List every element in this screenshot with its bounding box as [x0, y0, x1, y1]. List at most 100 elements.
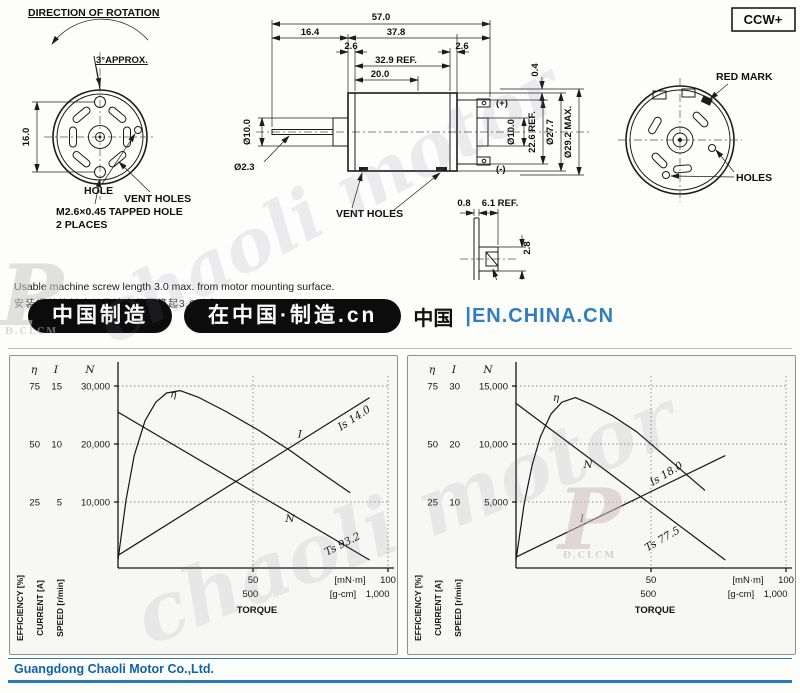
- svg-text:SPEED [r/min]: SPEED [r/min]: [453, 579, 463, 637]
- watermark-bar-2: 在中国·制造.cn: [184, 299, 402, 333]
- svg-text:[g-cm]: [g-cm]: [330, 589, 356, 600]
- front-view: DIRECTION OF ROTATION 3°APPROX. 16.0 HOL…: [21, 7, 191, 231]
- svg-text:η: η: [31, 364, 38, 376]
- svg-text:50: 50: [427, 440, 438, 451]
- svg-text:I: I: [297, 429, 303, 441]
- rear-vent-slots: [648, 111, 709, 174]
- svg-text:I: I: [53, 364, 59, 376]
- svg-text:25: 25: [29, 498, 40, 509]
- svg-text:[mN·m]: [mN·m]: [334, 575, 365, 586]
- red-mark-label: RED MARK: [716, 71, 773, 83]
- terminal-negative-label: (-): [496, 164, 506, 175]
- series-N: [117, 411, 370, 561]
- terminal-positive: [476, 98, 491, 108]
- svg-text:N: N: [583, 459, 594, 471]
- side-vent-slot: [436, 167, 447, 171]
- tapped-hole-label: M2.6×0.45 TAPPED HOLE: [56, 206, 183, 218]
- rear-view: RED MARK HOLES: [618, 71, 773, 202]
- svg-text:10,000: 10,000: [479, 440, 508, 451]
- svg-text:500: 500: [640, 589, 656, 600]
- rear-hole: [708, 144, 716, 152]
- watermark-site-prefix: 中国: [413, 307, 454, 330]
- svg-text:5,000: 5,000: [484, 498, 508, 509]
- rear-holes-label: HOLES: [736, 172, 772, 184]
- dim-detail-thickness: 0.8: [457, 198, 470, 209]
- front-hole-label: HOLE: [84, 185, 113, 197]
- svg-text:100: 100: [380, 575, 396, 586]
- svg-text:EFFICIENCY [%]: EFFICIENCY [%]: [15, 575, 25, 641]
- svg-text:1,000: 1,000: [366, 589, 390, 600]
- svg-text:CURRENT [A]: CURRENT [A]: [35, 580, 45, 636]
- svg-text:N: N: [284, 513, 295, 525]
- svg-text:η: η: [553, 392, 560, 404]
- dim-case-dia: Ø27.7: [545, 119, 556, 145]
- svg-text:TORQUE: TORQUE: [635, 605, 675, 616]
- svg-text:[g-cm]: [g-cm]: [728, 589, 754, 600]
- series-I: [117, 397, 370, 556]
- svg-text:I: I: [579, 513, 585, 525]
- rear-bushing: [476, 117, 489, 147]
- tapped-hole-bottom: [94, 166, 106, 178]
- svg-text:25: 25: [427, 498, 438, 509]
- section-divider: [8, 348, 792, 349]
- terminal-positive-label: (+): [496, 98, 508, 109]
- dim-rear-bushing-dia: Ø10.0: [506, 119, 517, 145]
- dim-case-length-ref: 32.9 REF.: [375, 55, 417, 66]
- svg-text:TORQUE: TORQUE: [237, 605, 277, 616]
- svg-text:50: 50: [248, 575, 259, 586]
- svg-text:CURRENT [A]: CURRENT [A]: [433, 580, 443, 636]
- site-watermark: 中国制造 在中国·制造.cn 中国 |EN.CHINA.CN: [28, 299, 614, 333]
- dim-shaft-dia: Ø2.3: [234, 162, 255, 173]
- svg-text:500: 500: [242, 589, 258, 600]
- dim-flange-front: 2.6: [344, 41, 357, 52]
- terminal-negative: [476, 156, 491, 166]
- svg-text:SPEED [r/min]: SPEED [r/min]: [55, 579, 65, 637]
- svg-text:15: 15: [51, 382, 62, 393]
- dim-body-length: 37.8: [387, 27, 406, 38]
- svg-text:5: 5: [57, 498, 62, 509]
- watermark-site-url: |EN.CHINA.CN: [465, 304, 615, 327]
- red-mark: [700, 95, 713, 106]
- tapped-hole-top: [94, 96, 106, 108]
- dim-endcap-dia-ref: 22.6 REF.: [527, 111, 538, 153]
- svg-text:N: N: [482, 364, 493, 376]
- svg-text:15,000: 15,000: [479, 382, 508, 393]
- svg-text:30: 30: [449, 382, 460, 393]
- svg-text:η: η: [429, 364, 436, 376]
- direction-of-rotation-label: DIRECTION OF ROTATION: [28, 7, 159, 19]
- footer-rule-top: [8, 658, 792, 659]
- series-η: [117, 389, 351, 561]
- front-hub: [88, 125, 112, 149]
- dim-magnet-length: 20.0: [371, 69, 390, 80]
- series-N: [515, 402, 726, 561]
- side-vent-holes-label: VENT HOLES: [336, 208, 403, 220]
- svg-text:1,000: 1,000: [764, 589, 788, 600]
- series-I: [515, 455, 726, 558]
- svg-text:Ts 93.2: Ts 93.2: [323, 530, 363, 558]
- detail-hole: [485, 251, 499, 267]
- mounting-hole-detail: 0.8 6.1 REF. 2.8 HOLE: [457, 198, 533, 280]
- svg-text:50: 50: [29, 440, 40, 451]
- svg-text:10: 10: [449, 498, 460, 509]
- dim-front-bushing-dia: Ø10.0: [242, 119, 253, 145]
- rear-terminal: [652, 90, 667, 100]
- dim-flange-rear: 2.6: [455, 41, 468, 52]
- rotation-direction-arrow: [51, 18, 149, 45]
- technical-drawing: DIRECTION OF ROTATION 3°APPROX. 16.0 HOL…: [21, 7, 796, 280]
- side-view: 57.0 16.4 37.8 2.6 2.6 32.9 REF. 20.0 0.…: [234, 12, 592, 220]
- dim-step: 0.4: [530, 63, 541, 77]
- dim-shaft-length: 16.4: [301, 27, 320, 38]
- rotation-direction-box: CCW+: [731, 7, 796, 32]
- svg-text:30,000: 30,000: [81, 382, 110, 393]
- svg-text:I: I: [451, 364, 457, 376]
- ccw-label: CCW+: [744, 12, 783, 27]
- svg-text:100: 100: [778, 575, 794, 586]
- svg-text:75: 75: [427, 382, 438, 393]
- series-η: [515, 396, 706, 561]
- watermark-bar-1: 中国制造: [28, 299, 172, 333]
- footer-rule-bottom: [8, 680, 792, 683]
